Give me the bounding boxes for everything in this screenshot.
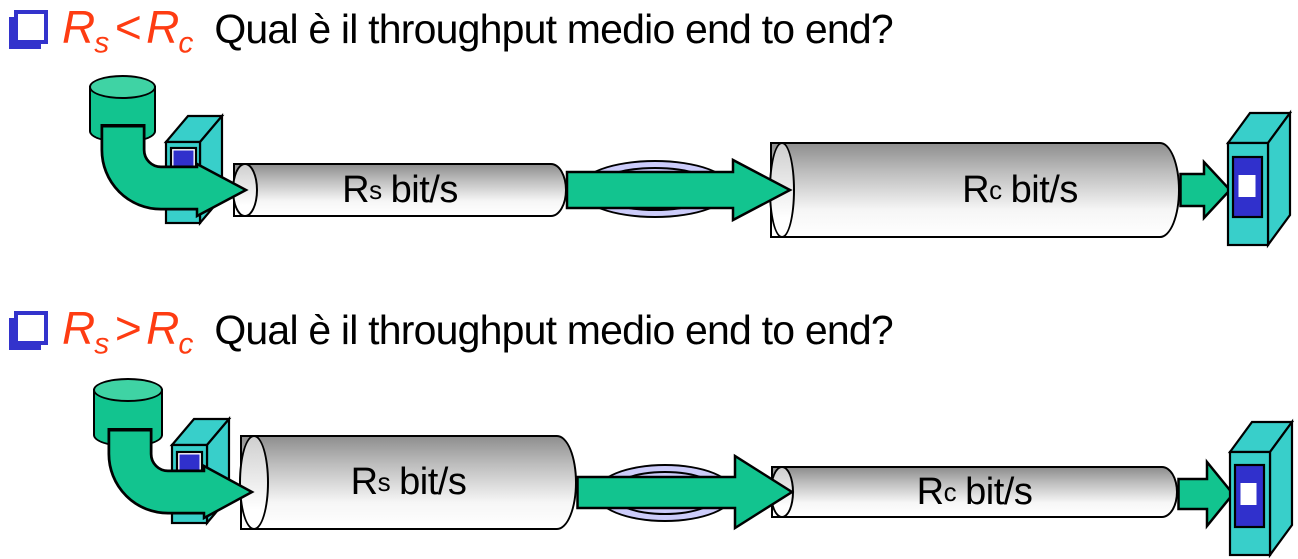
- network-link-lens-icon: [578, 160, 732, 218]
- formula-rs-gt-rc: Rs>Rc: [62, 301, 193, 362]
- formula-r2: R: [146, 1, 179, 53]
- throughput-arrow-icon: [1177, 458, 1235, 530]
- label-main: R: [350, 461, 378, 503]
- label-main: R: [916, 470, 944, 513]
- formula-r2: R: [146, 302, 179, 354]
- server-screen: [175, 450, 204, 487]
- label-sub: s: [377, 467, 391, 497]
- database-cylinder-icon: [89, 75, 156, 143]
- formula-operator: <: [114, 1, 141, 53]
- lens-inner-ellipse: [609, 471, 721, 515]
- lens-inner-ellipse: [592, 167, 718, 211]
- label-unit: bit/s: [1010, 168, 1079, 211]
- formula-operator: >: [114, 302, 141, 354]
- label-main: R: [342, 168, 370, 211]
- database-cylinder-icon: [93, 378, 163, 447]
- label-unit: bit/s: [399, 461, 467, 503]
- formula-sub2: c: [178, 26, 193, 60]
- question-text-2: Qual è il throughput medio end to end?: [214, 307, 893, 353]
- shadowed-square-bullet-icon: [14, 10, 48, 45]
- label-sub: c: [943, 476, 957, 507]
- client-screen: [1231, 155, 1264, 219]
- server-screen: [169, 146, 198, 184]
- label-unit: bit/s: [965, 470, 1033, 513]
- formula-sub2: c: [178, 327, 193, 361]
- cylinder-top: [93, 378, 163, 402]
- shadowed-square-bullet-icon: [14, 311, 48, 346]
- server-host-icon: [163, 112, 225, 227]
- bullet-line-2: Rs>Rc Qual è il throughput medio end to …: [6, 301, 894, 362]
- label-unit: bit/s: [390, 168, 459, 211]
- formula-sub1: s: [94, 327, 109, 361]
- throughput-arrow-icon: [1179, 158, 1232, 222]
- client-screen: [1233, 463, 1266, 529]
- question-text-1: Qual è il throughput medio end to end?: [214, 6, 893, 52]
- bullet-line-1: Rs<Rc Qual è il throughput medio end to …: [6, 0, 894, 61]
- label-sub: s: [369, 174, 382, 205]
- formula-r1: R: [62, 302, 95, 354]
- formula-rs-lt-rc: Rs<Rc: [62, 0, 193, 61]
- label-main: R: [962, 168, 990, 211]
- network-link-lens-icon: [595, 464, 735, 522]
- client-host-icon: [1225, 109, 1293, 249]
- server-host-icon: [169, 415, 232, 527]
- cylinder-top: [89, 75, 156, 99]
- formula-sub1: s: [94, 26, 109, 60]
- client-host-icon: [1227, 418, 1295, 559]
- label-sub: c: [989, 174, 1002, 205]
- formula-r1: R: [62, 1, 95, 53]
